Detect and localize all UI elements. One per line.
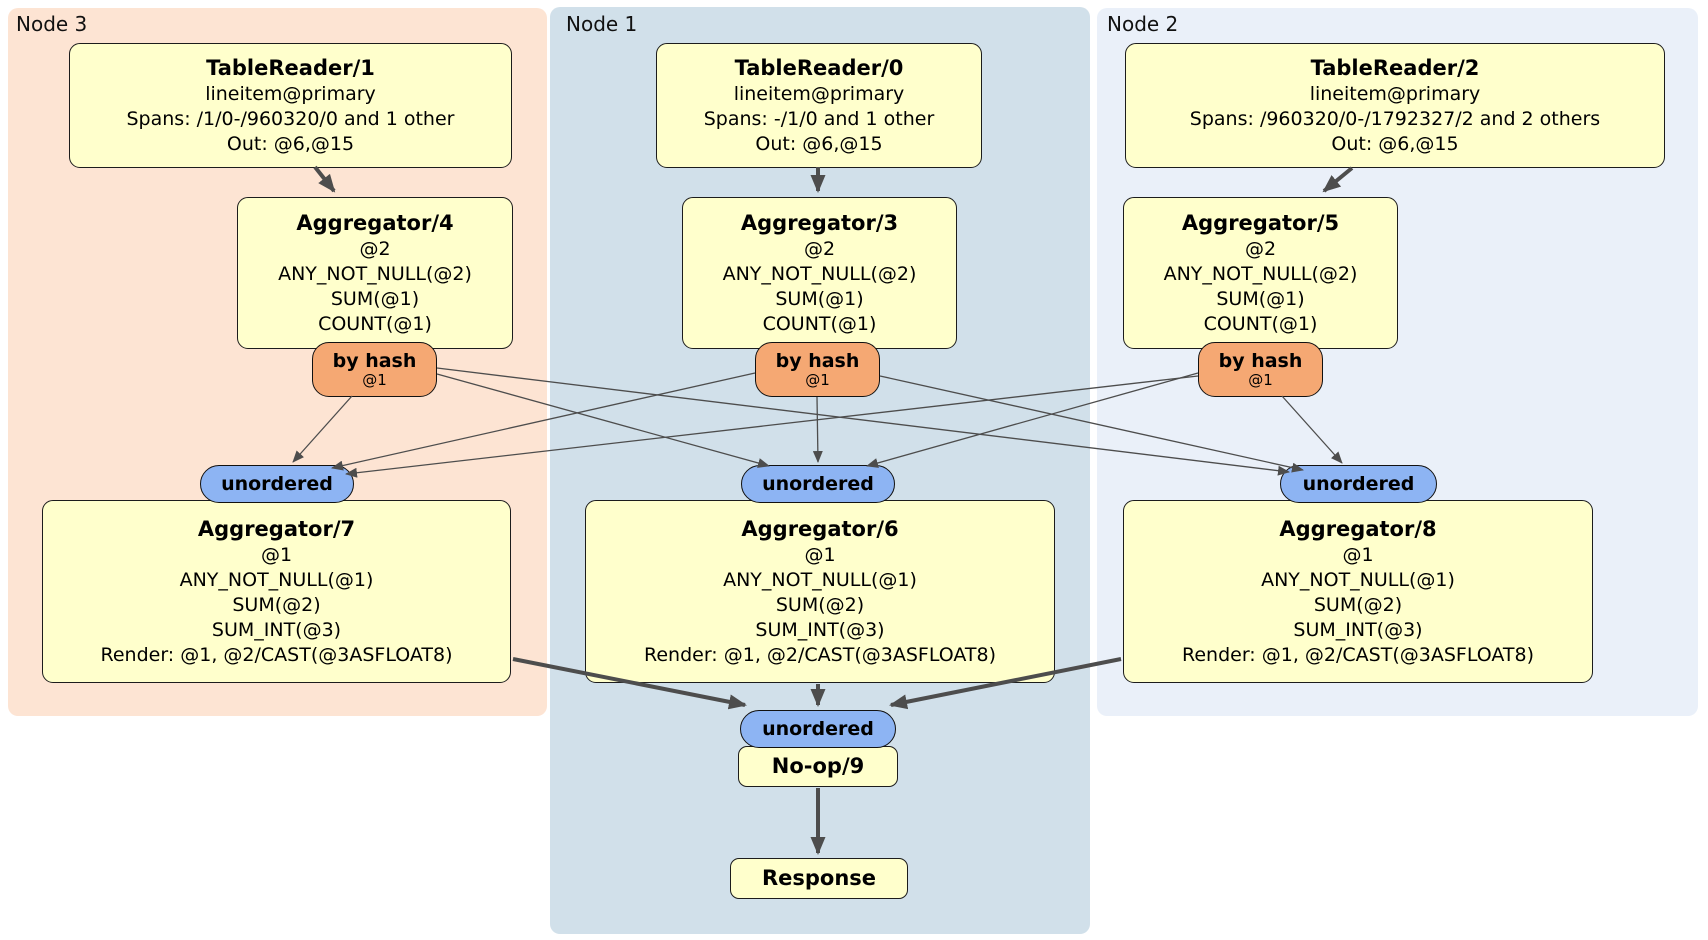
processor-agg-fn: ANY_NOT_NULL(@1): [723, 568, 917, 591]
processor-render-expr: Render: @1, @2/CAST(@3ASFLOAT8): [644, 643, 996, 666]
processor-agg-fn: SUM(@1): [1216, 287, 1305, 310]
region-label-node3: Node 3: [16, 12, 88, 36]
processor-agg-fn: SUM_INT(@3): [1293, 618, 1423, 641]
processor-out: Out: @6,@15: [1331, 132, 1459, 155]
processor-out: Out: @6,@15: [755, 132, 883, 155]
processor-title: TableReader/2: [1310, 55, 1480, 80]
stream-unordered-node2: unordered: [1280, 465, 1437, 503]
processor-tablereader-1: TableReader/1 lineitem@primary Spans: /1…: [69, 43, 512, 168]
processor-agg-fn: ANY_NOT_NULL(@2): [278, 262, 472, 285]
router-key: @1: [805, 371, 830, 389]
processor-agg-fn: SUM(@1): [330, 287, 420, 310]
router-label: by hash: [775, 350, 860, 372]
processor-aggregator-3: Aggregator/3 @2 ANY_NOT_NULL(@2) SUM(@1)…: [682, 197, 957, 349]
stream-label: unordered: [221, 473, 333, 495]
processor-agg-fn: SUM(@1): [775, 287, 864, 310]
processor-spans: Spans: -/1/0 and 1 other: [703, 107, 935, 130]
router-key: @1: [1248, 371, 1273, 389]
router-by-hash-node3: by hash @1: [312, 342, 437, 397]
processor-index: lineitem@primary: [733, 82, 905, 105]
processor-out: Out: @6,@15: [226, 132, 355, 155]
router-key: @1: [362, 371, 387, 389]
router-by-hash-node2: by hash @1: [1198, 342, 1323, 397]
processor-agg-fn: COUNT(@1): [318, 312, 432, 335]
stream-unordered-final: unordered: [740, 710, 896, 748]
processor-title: Aggregator/4: [296, 210, 454, 235]
stream-unordered-node1: unordered: [741, 465, 895, 503]
processor-title: Aggregator/7: [197, 516, 356, 541]
processor-title: Aggregator/8: [1279, 516, 1437, 541]
processor-tablereader-0: TableReader/0 lineitem@primary Spans: -/…: [656, 43, 982, 168]
router-by-hash-node1: by hash @1: [755, 342, 880, 397]
processor-response: Response: [730, 858, 908, 899]
processor-agg-fn: ANY_NOT_NULL(@1): [179, 568, 374, 591]
processor-group-key: @1: [260, 543, 293, 566]
processor-title: Aggregator/5: [1181, 210, 1340, 235]
region-label-node2: Node 2: [1107, 12, 1179, 36]
processor-spans: Spans: /1/0-/960320/0 and 1 other: [126, 107, 455, 130]
processor-spans: Spans: /960320/0-/1792327/2 and 2 others: [1189, 107, 1601, 130]
processor-aggregator-4: Aggregator/4 @2 ANY_NOT_NULL(@2) SUM(@1)…: [237, 197, 513, 349]
processor-title: TableReader/0: [734, 55, 904, 80]
processor-tablereader-2: TableReader/2 lineitem@primary Spans: /9…: [1125, 43, 1665, 168]
processor-title: Aggregator/3: [740, 210, 899, 235]
processor-group-key: @2: [1244, 237, 1277, 260]
processor-aggregator-6: Aggregator/6 @1 ANY_NOT_NULL(@1) SUM(@2)…: [585, 500, 1055, 683]
processor-index: lineitem@primary: [1309, 82, 1481, 105]
processor-title: TableReader/1: [206, 55, 375, 80]
processor-title: Response: [761, 866, 877, 890]
stream-unordered-node3: unordered: [200, 465, 354, 503]
processor-aggregator-5: Aggregator/5 @2 ANY_NOT_NULL(@2) SUM(@1)…: [1123, 197, 1398, 349]
processor-agg-fn: COUNT(@1): [1203, 312, 1318, 335]
processor-agg-fn: SUM(@2): [775, 593, 865, 616]
processor-render-expr: Render: @1, @2/CAST(@3ASFLOAT8): [1182, 643, 1534, 666]
processor-agg-fn: COUNT(@1): [762, 312, 877, 335]
processor-group-key: @1: [1342, 543, 1374, 566]
router-label: by hash: [1218, 350, 1303, 372]
region-label-node1: Node 1: [566, 12, 638, 36]
stream-label: unordered: [762, 473, 874, 495]
processor-title: No-op/9: [771, 754, 865, 778]
processor-agg-fn: SUM(@2): [1313, 593, 1403, 616]
processor-index: lineitem@primary: [205, 82, 376, 105]
stream-label: unordered: [1302, 473, 1415, 495]
processor-group-key: @2: [803, 237, 836, 260]
processor-aggregator-7: Aggregator/7 @1 ANY_NOT_NULL(@1) SUM(@2)…: [42, 500, 511, 683]
processor-agg-fn: ANY_NOT_NULL(@1): [1261, 568, 1455, 591]
processor-agg-fn: ANY_NOT_NULL(@2): [722, 262, 917, 285]
processor-agg-fn: ANY_NOT_NULL(@2): [1163, 262, 1358, 285]
processor-group-key: @2: [359, 237, 391, 260]
processor-title: Aggregator/6: [741, 516, 899, 541]
processor-agg-fn: SUM_INT(@3): [755, 618, 885, 641]
processor-agg-fn: SUM_INT(@3): [211, 618, 342, 641]
processor-noop-9: No-op/9: [738, 746, 898, 787]
router-label: by hash: [332, 350, 417, 372]
processor-aggregator-8: Aggregator/8 @1 ANY_NOT_NULL(@1) SUM(@2)…: [1123, 500, 1593, 683]
processor-group-key: @1: [804, 543, 836, 566]
stream-label: unordered: [762, 718, 874, 740]
processor-agg-fn: SUM(@2): [232, 593, 321, 616]
processor-render-expr: Render: @1, @2/CAST(@3ASFLOAT8): [100, 643, 453, 666]
